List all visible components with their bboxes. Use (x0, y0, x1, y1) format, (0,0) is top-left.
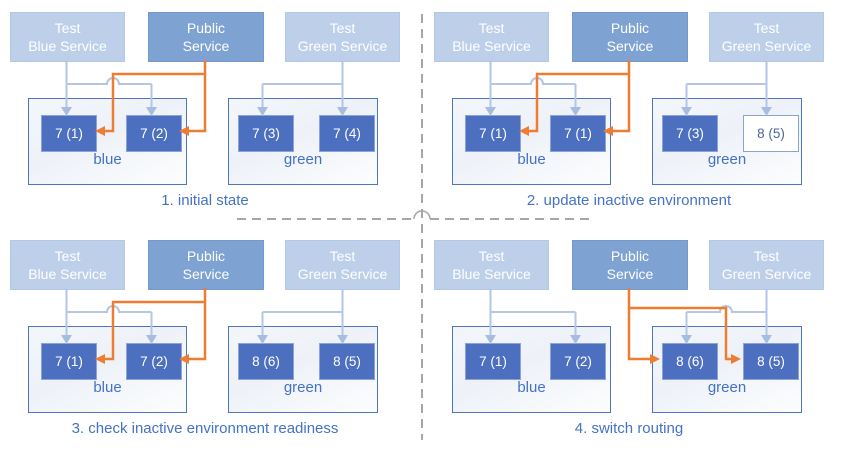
instance-box: 7 (3) (662, 115, 718, 152)
environment-label: green (283, 151, 323, 168)
blue-environment-box: 7 (1) 7 (2) blue (28, 326, 187, 413)
environment-label: green (707, 379, 747, 396)
environment-label: blue (93, 379, 122, 396)
public-service-box: Public Service (148, 240, 264, 290)
panel-switch-routing: Test Blue Service Public Service Test Gr… (424, 228, 848, 456)
environment-label: blue (517, 151, 546, 168)
test-blue-service-box: Test Blue Service (434, 12, 549, 62)
test-green-service-box: Test Green Service (709, 240, 824, 290)
instance-box: 8 (6) (662, 343, 718, 380)
test-blue-service-box: Test Blue Service (434, 240, 549, 290)
instance-box: 7 (1) (41, 343, 97, 380)
instance-box: 7 (1) (550, 115, 606, 152)
panel-initial-state: Test Blue Service Public Service Test Gr… (0, 0, 424, 228)
blue-environment-box: 7 (1) 7 (1) blue (452, 98, 611, 185)
instance-box: 8 (5) (743, 343, 799, 380)
green-environment-box: 7 (3) 8 (5) green (652, 98, 802, 185)
instance-box: 7 (1) (465, 115, 521, 152)
instance-box: 7 (2) (550, 343, 606, 380)
instance-box: 8 (6) (238, 343, 294, 380)
panel-update-inactive: Test Blue Service Public Service Test Gr… (424, 0, 848, 228)
test-green-service-box: Test Green Service (709, 12, 824, 62)
environment-label: green (283, 379, 323, 396)
public-service-box: Public Service (572, 240, 688, 290)
panel-check-readiness: Test Blue Service Public Service Test Gr… (0, 228, 424, 456)
green-environment-box: 7 (3) 7 (4) green (228, 98, 378, 185)
step-caption: 2. update inactive environment (526, 192, 732, 209)
step-caption: 4. switch routing (574, 420, 684, 437)
blue-environment-box: 7 (1) 7 (2) blue (452, 326, 611, 413)
instance-box: 7 (3) (238, 115, 294, 152)
instance-box: 8 (5) (743, 115, 799, 152)
environment-label: green (707, 151, 747, 168)
public-service-box: Public Service (148, 12, 264, 62)
test-blue-service-box: Test Blue Service (10, 12, 125, 62)
test-green-service-box: Test Green Service (285, 240, 400, 290)
instance-box: 7 (2) (126, 343, 182, 380)
instance-box: 7 (1) (41, 115, 97, 152)
step-caption: 1. initial state (161, 192, 249, 209)
environment-label: blue (93, 151, 122, 168)
environment-label: blue (517, 379, 546, 396)
step-caption: 3. check inactive environment readiness (71, 420, 339, 437)
green-environment-box: 8 (6) 8 (5) green (652, 326, 802, 413)
test-blue-service-box: Test Blue Service (10, 240, 125, 290)
instance-box: 7 (4) (319, 115, 375, 152)
test-green-service-box: Test Green Service (285, 12, 400, 62)
green-environment-box: 8 (6) 8 (5) green (228, 326, 378, 413)
instance-box: 7 (2) (126, 115, 182, 152)
public-service-box: Public Service (572, 12, 688, 62)
instance-box: 8 (5) (319, 343, 375, 380)
blue-environment-box: 7 (1) 7 (2) blue (28, 98, 187, 185)
instance-box: 7 (1) (465, 343, 521, 380)
